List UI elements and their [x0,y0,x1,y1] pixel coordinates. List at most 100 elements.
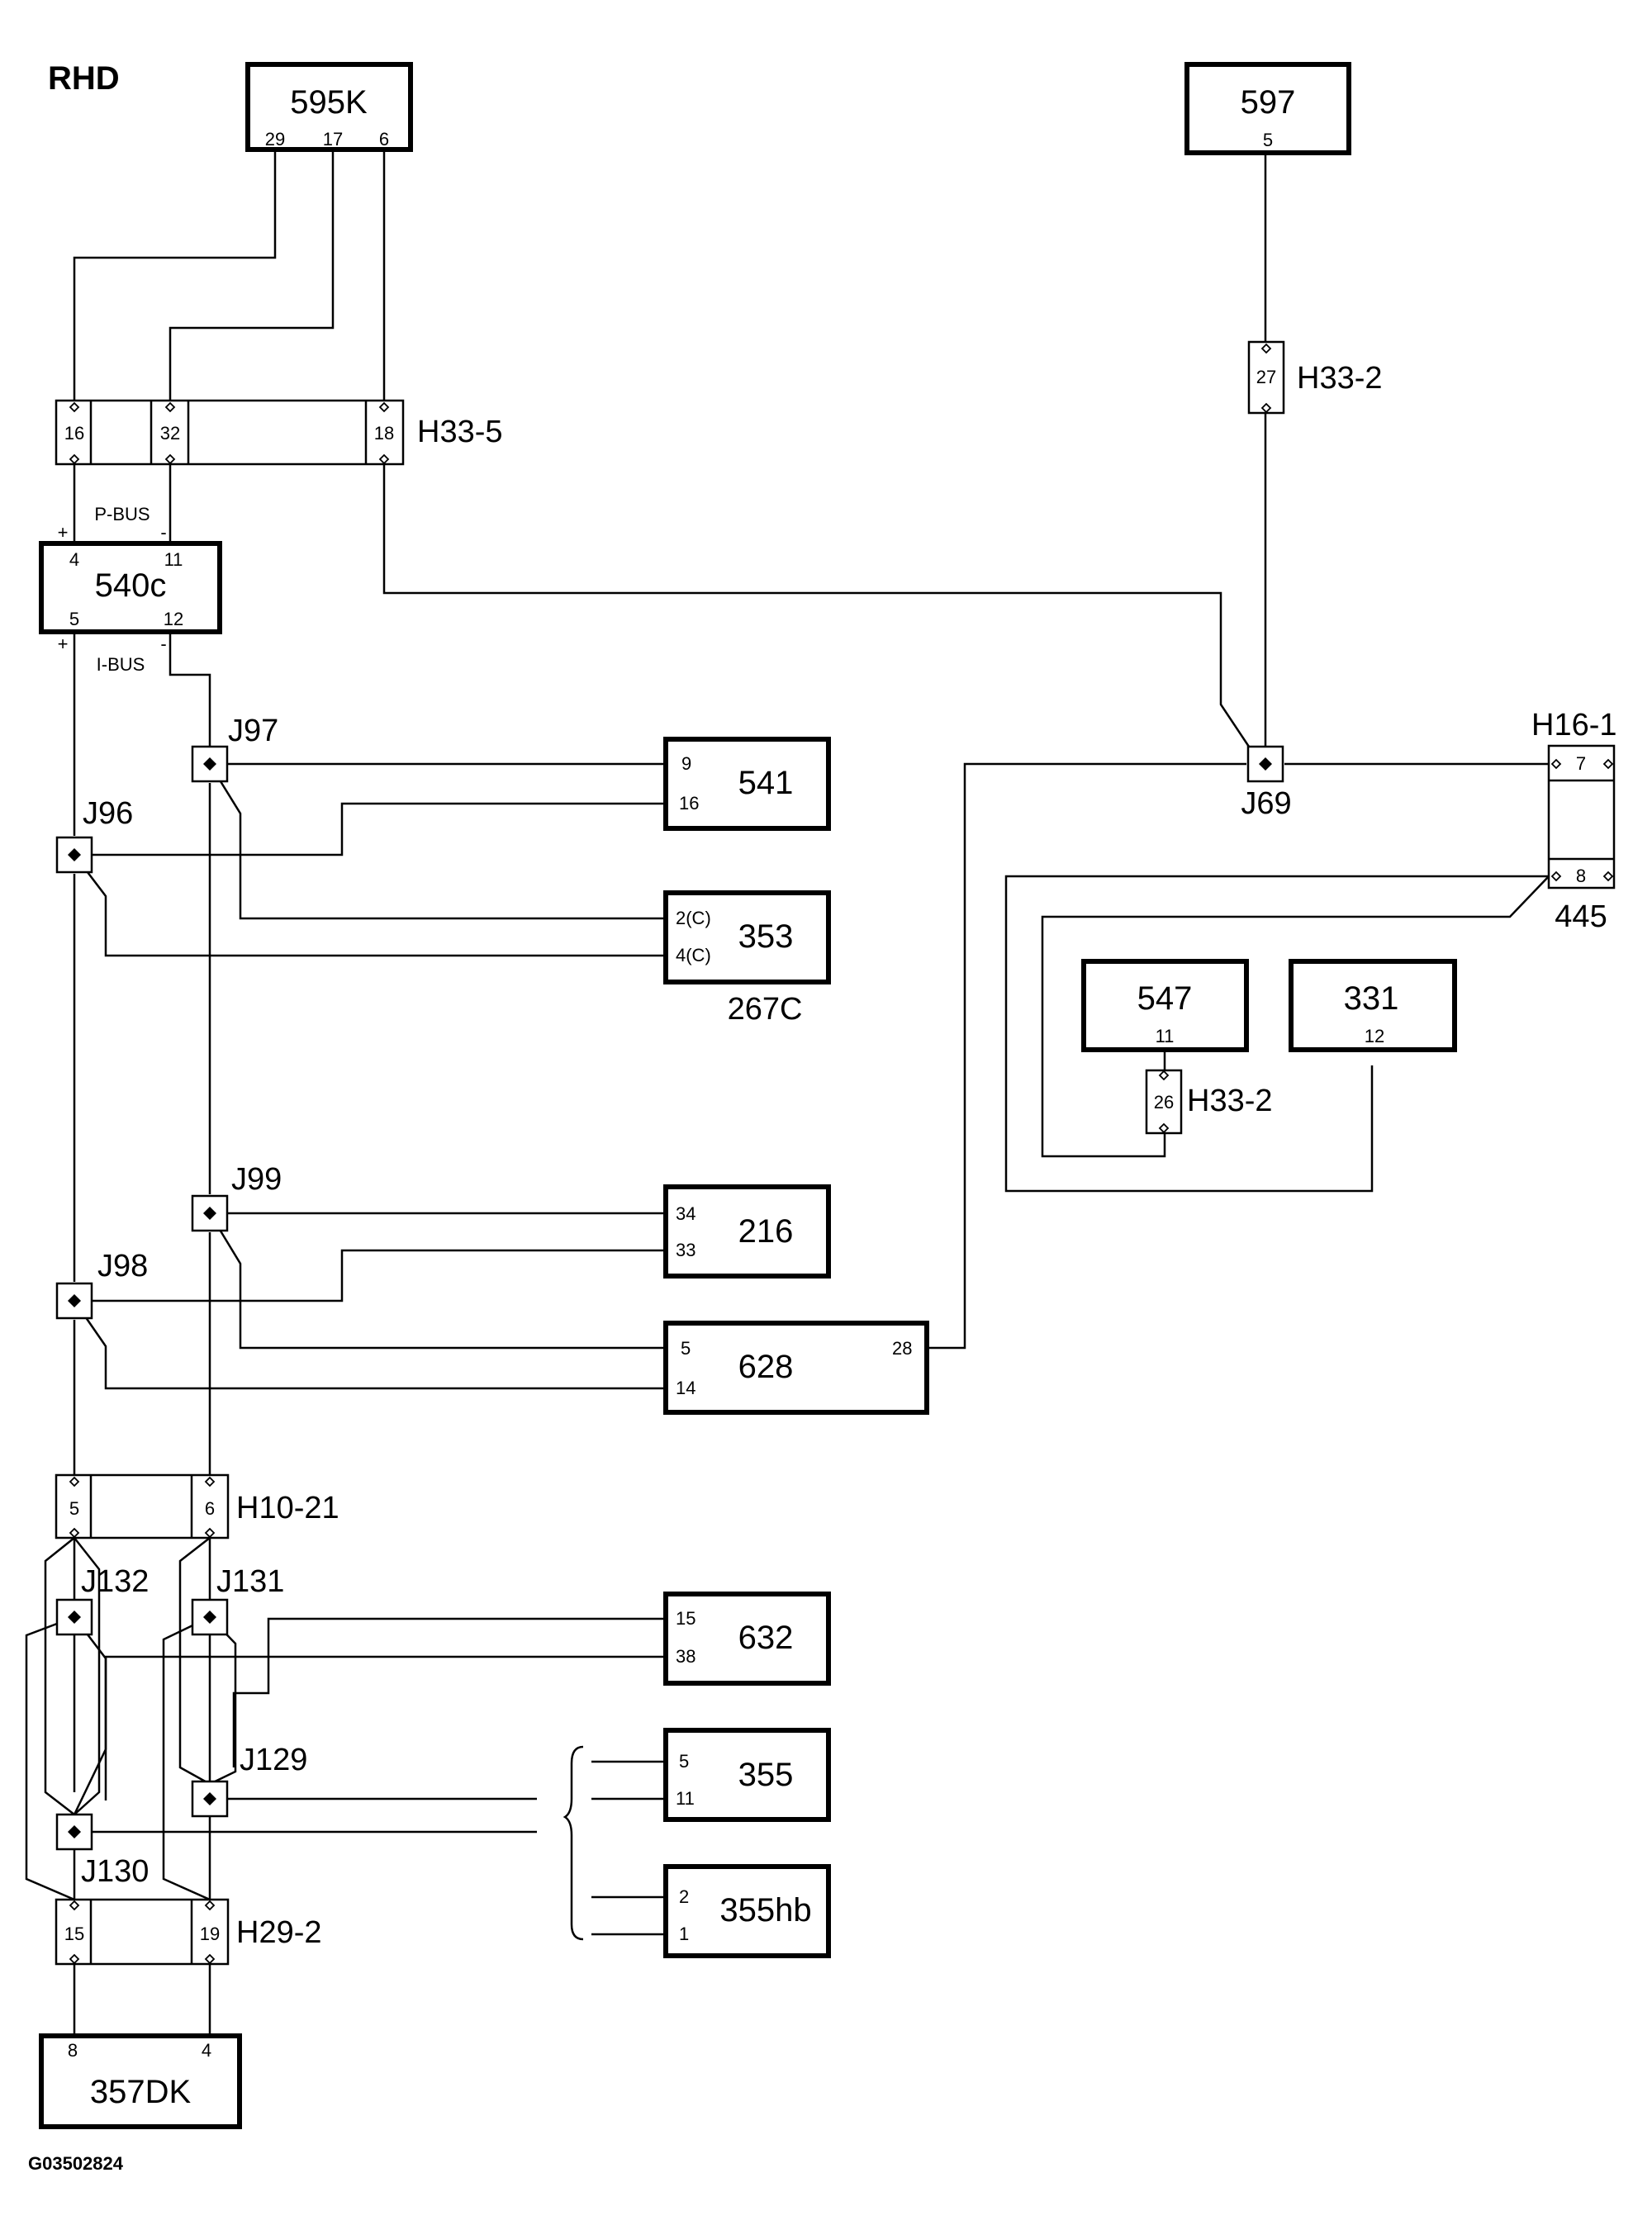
connector-label: H10-21 [236,1491,339,1525]
pin-label: 5 [1263,130,1273,150]
connector-label: H33-5 [417,415,503,449]
junction-j130 [55,1813,93,1851]
module-632: 632 15 38 [663,1592,831,1686]
module-355hb: 355hb 2 1 [663,1864,831,1958]
junction-label: J99 [231,1162,282,1197]
pin-label: 17 [323,129,343,149]
pin-label: 19 [200,1924,220,1944]
junction-j69 [1246,745,1284,783]
module-label: 628 [738,1349,794,1385]
pin-marker [378,453,390,465]
module-label: 632 [738,1620,794,1656]
wire-632-38-route [104,1655,666,1800]
connector-h33-2-top: 27 H33-2 [1247,340,1383,415]
i-bus-plus: + [58,633,69,654]
wire-j97-to-353-2c [208,763,666,920]
pin-label: 27 [1256,367,1276,387]
connector-h16-1: 7 8 H16-1 445 [1531,708,1617,934]
bus-labels: P-BUS + - I-BUS + - [58,504,167,675]
wire-j69-to-628-28 [927,762,1246,1350]
connector-h29-2: 15 19 H29-2 [55,1898,322,1966]
figure-id: G03502824 [28,2153,124,2174]
pin-marker [69,1953,80,1965]
pin-marker [204,1900,216,1911]
pin-marker [204,1476,216,1487]
junction-j96 [55,836,93,874]
wire-j96-to-541-16 [74,802,666,856]
junction-label: J132 [81,1564,149,1599]
pin-label: 6 [205,1498,215,1519]
pin-marker [1260,343,1272,354]
junction-label: J129 [240,1743,307,1777]
pin-marker [1158,1070,1170,1081]
wire-632-15-route [232,1617,666,1767]
pin-marker [1550,758,1562,770]
junction-label: J130 [81,1854,149,1889]
pin-label: 2 [679,1886,689,1907]
junction-j97 [191,745,229,783]
pin-label: 11 [1156,1026,1175,1046]
connector-label: H29-2 [236,1915,322,1950]
pin-marker [69,1476,80,1487]
pin-label: 18 [374,423,394,444]
junction-j129 [191,1780,229,1818]
brace [563,1745,584,1941]
pin-label: 7 [1576,753,1586,774]
i-bus-label: I-BUS [97,654,145,675]
wire-h33-5-18-to-j69 [382,464,1254,752]
pin-marker [1260,402,1272,414]
p-bus-label: P-BUS [94,504,150,524]
junction-label: J131 [216,1564,284,1599]
module-label: 445 [1555,899,1607,934]
pin-label: 5 [69,1498,79,1519]
module-353: 353 2(C) 4(C) 267C [663,890,831,1027]
wire-j99-to-628-5 [208,1212,666,1350]
wire-h10-21-6-left [178,1537,211,1786]
wire-j96-to-353-4c [74,854,666,957]
wire-j98-to-628-14 [73,1300,666,1390]
module-label: 331 [1344,980,1399,1017]
p-bus-plus: + [58,522,69,543]
pin-label: 15 [64,1924,84,1944]
junction-label: J97 [228,714,278,748]
pin-marker [164,401,176,413]
module-540c: 540c 4 11 5 12 [39,541,222,634]
wires [25,149,1550,2036]
module-label: 541 [738,765,794,801]
junction-label: J96 [83,796,133,831]
wire-h10-21-5-to-j129 [74,1537,101,1815]
module-355: 355 5 11 [663,1728,831,1822]
module-label: 595K [290,84,368,121]
module-331: 331 12 [1289,959,1457,1052]
wire-595k-17 [169,149,335,401]
pin-marker [69,1900,80,1911]
pin-label: 6 [379,129,389,149]
module-541: 541 9 16 [663,737,831,831]
pin-label: 12 [1365,1026,1384,1046]
pin-label: 38 [676,1646,695,1667]
module-357dk: 357DK 8 4 [39,2033,242,2129]
pin-marker [204,1527,216,1539]
module-label: 355hb [719,1892,811,1928]
junction-j98 [55,1282,93,1320]
module-label: 216 [738,1213,794,1250]
pin-label: 11 [164,549,183,570]
pin-label: 15 [676,1608,695,1629]
pin-label: 32 [160,423,180,444]
pin-label: 5 [679,1751,689,1772]
pin-marker [204,1953,216,1965]
pin-label: 5 [69,609,79,629]
wire-j132-to-632-38 [25,1615,75,1901]
pin-marker [1158,1122,1170,1134]
pin-marker [1550,871,1562,882]
connector-h10-21: 5 6 H10-21 [55,1473,339,1539]
pin-label: 16 [64,423,84,444]
pin-label: 34 [676,1203,695,1224]
connector-label: H33-2 [1187,1084,1273,1118]
wire-j98-to-216-33 [74,1249,666,1302]
junction-label: J69 [1241,786,1291,821]
module-label: 547 [1137,980,1193,1017]
pin-label: 26 [1154,1092,1174,1112]
junction-labels: J97 J96 J69 J99 J98 J132 J131 J129 J130 [81,714,1292,1889]
